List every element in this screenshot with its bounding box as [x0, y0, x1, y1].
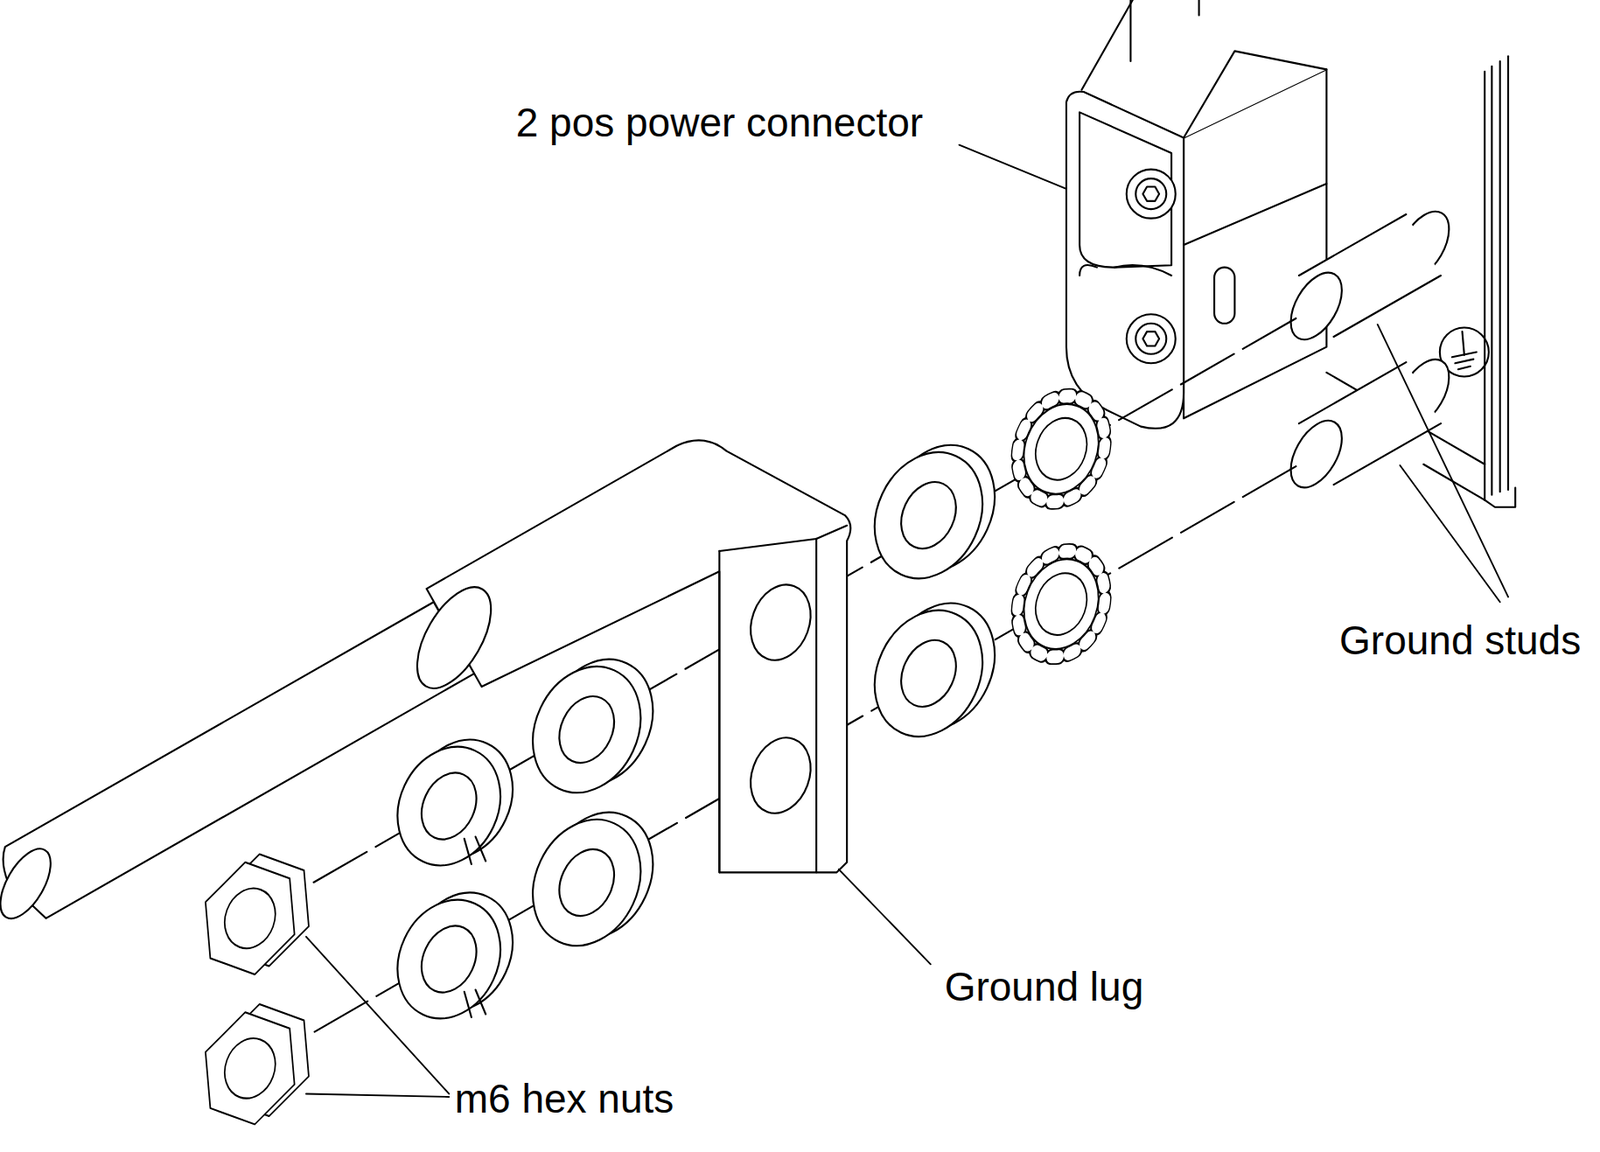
split-washer [378, 722, 532, 882]
part-label: m6 hex nuts [452, 1075, 678, 1123]
part-label: Ground studs [1336, 617, 1584, 664]
split-washer [378, 875, 532, 1035]
flat-washer [854, 427, 1015, 597]
ground-stud [1280, 350, 1461, 497]
flat-washer [512, 642, 673, 811]
ground-lug [0, 440, 851, 927]
star-washer [1003, 538, 1120, 670]
star-washer [1003, 384, 1120, 515]
flat-washer [512, 795, 673, 965]
part-label: 2 pos power connector [513, 99, 926, 147]
flat-washer [854, 585, 1015, 755]
hex-nut [188, 996, 327, 1133]
ground-stud [1280, 202, 1461, 349]
part-label: Ground lug [942, 964, 1147, 1011]
hex-nut [188, 845, 327, 983]
leader-line [306, 145, 1509, 1097]
center-line [306, 318, 1296, 1037]
power-connector [1066, 0, 1327, 429]
chassis-panel [1130, 0, 1516, 508]
